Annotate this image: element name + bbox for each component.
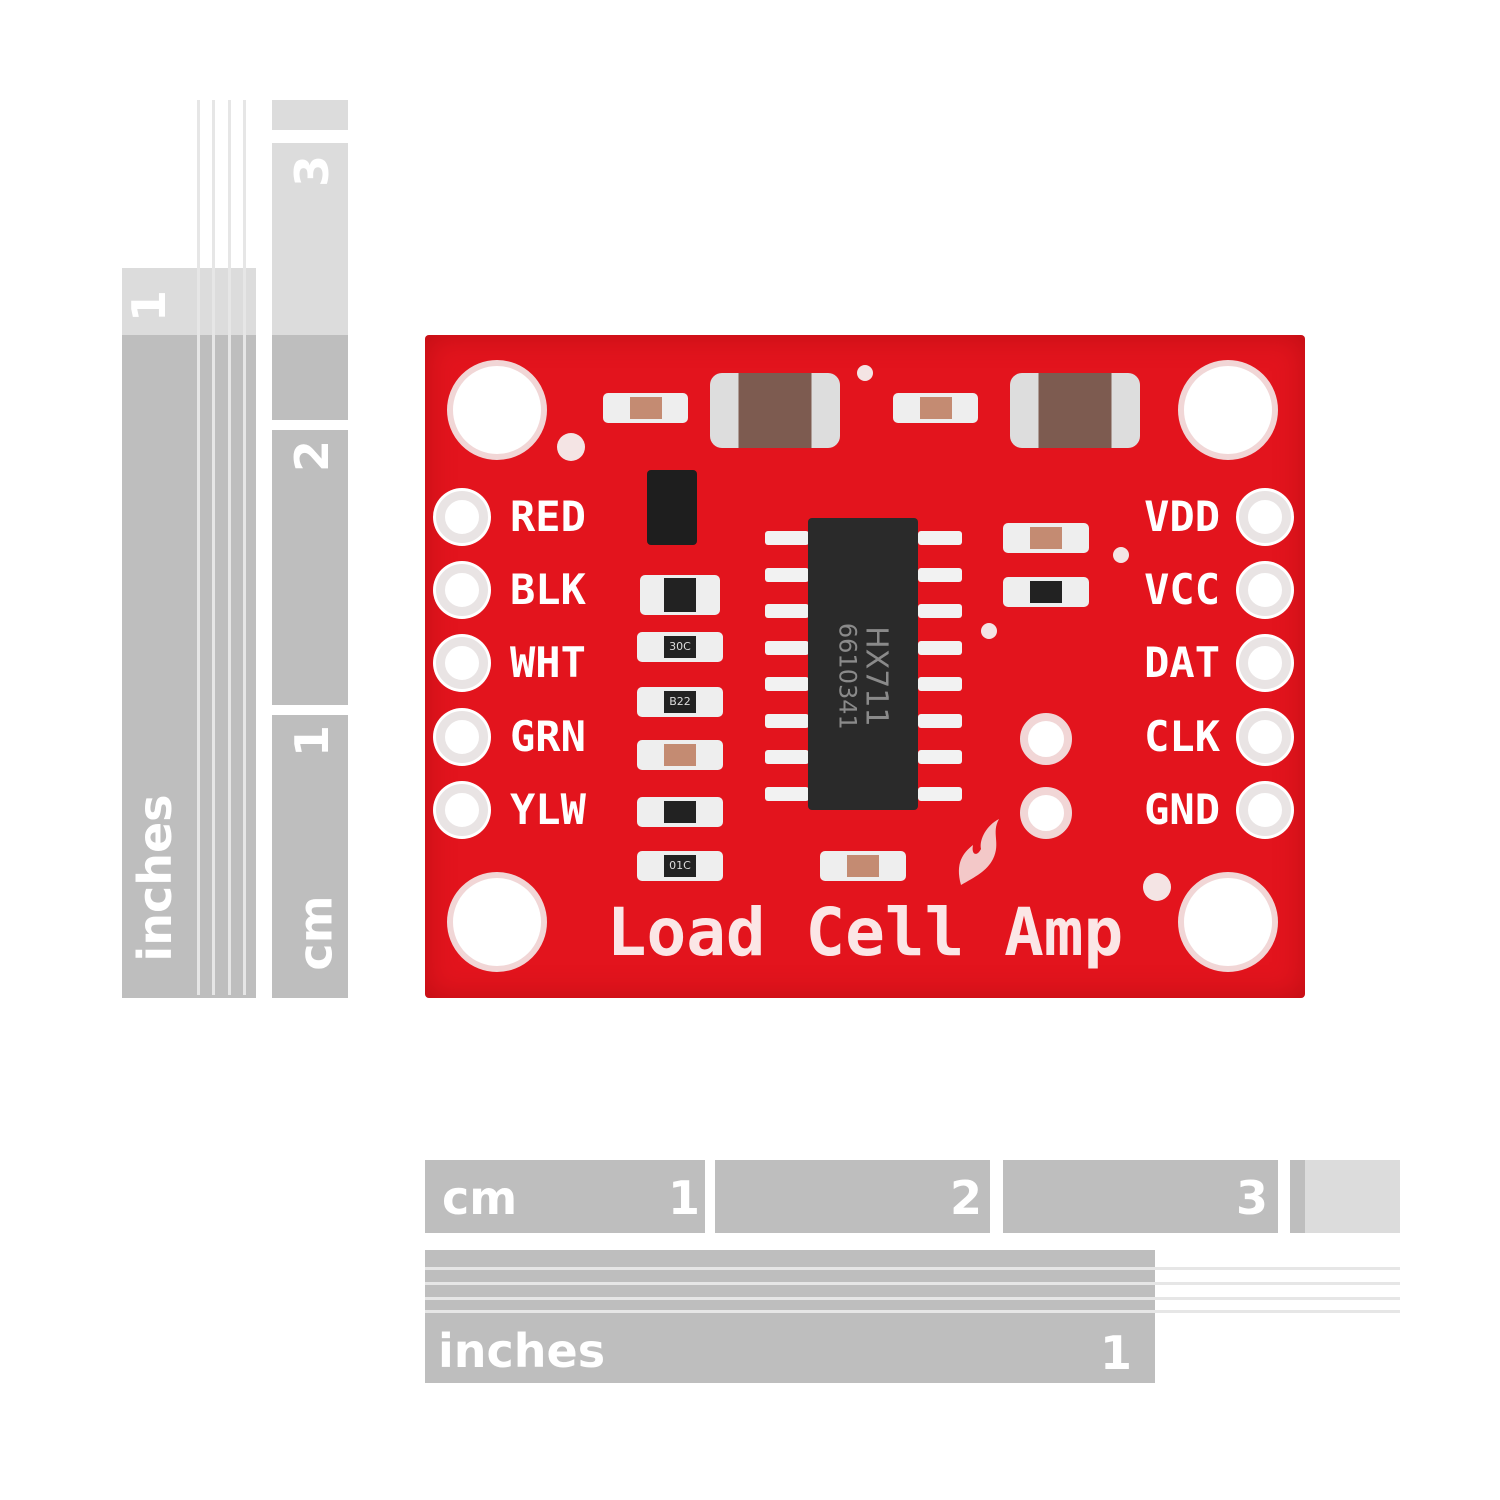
cm-label: cm xyxy=(442,1171,518,1225)
resistor: 01C xyxy=(637,851,723,881)
mounting-hole xyxy=(1178,360,1278,460)
ic-pin xyxy=(918,640,962,655)
resistor: B22 xyxy=(637,687,723,717)
cm-number-2: 2 xyxy=(285,439,340,473)
capacitor xyxy=(710,373,840,448)
chip-name: HX711 xyxy=(858,626,894,727)
pin-label: GND xyxy=(1144,785,1220,834)
pin-pad xyxy=(436,711,488,763)
pin-pad xyxy=(1239,784,1291,836)
pin-pad xyxy=(436,784,488,836)
ic-pin xyxy=(765,750,809,764)
resistor xyxy=(820,851,906,881)
ic-pin xyxy=(765,567,809,582)
inches-label: inches xyxy=(438,1324,606,1378)
via-pad xyxy=(1020,787,1072,839)
capacitor xyxy=(1010,373,1140,448)
resistor xyxy=(603,393,688,423)
inductor xyxy=(640,575,720,615)
cm-number-3: 3 xyxy=(1236,1171,1269,1225)
inches-number-1: 1 xyxy=(1100,1326,1133,1380)
pin-pad xyxy=(436,491,488,543)
ic-pin xyxy=(918,531,962,545)
ic-pin xyxy=(918,604,962,618)
mounting-hole xyxy=(447,360,547,460)
pin-label: DAT xyxy=(1144,638,1220,687)
ic-pin xyxy=(918,713,962,728)
pin-label: CLK xyxy=(1144,712,1220,761)
resistor xyxy=(637,740,723,770)
pin-label: WHT xyxy=(510,638,586,687)
load-cell-amp-board: 30C B22 01C HX711 6610341 RED BLK WHT GRN YL… xyxy=(425,335,1305,998)
cm-number-2: 2 xyxy=(950,1171,983,1225)
resistor xyxy=(1003,577,1089,607)
pin-pad xyxy=(436,637,488,689)
ic-pin xyxy=(765,713,809,728)
chip-code: 6610341 xyxy=(833,622,862,730)
cm-number-1: 1 xyxy=(668,1171,701,1225)
pin-label: BLK xyxy=(510,565,586,614)
transistor xyxy=(647,470,697,545)
pin-pad xyxy=(436,564,488,616)
ic-pin xyxy=(765,677,809,691)
pin-pad xyxy=(1239,637,1291,689)
resistor xyxy=(893,393,978,423)
pin-label: VCC xyxy=(1144,565,1220,614)
resistor xyxy=(637,797,723,827)
pin-pad xyxy=(1239,711,1291,763)
ic-pin xyxy=(765,640,809,655)
cm-number-1: 1 xyxy=(285,724,340,758)
ic-pin xyxy=(918,786,962,801)
resistor xyxy=(1003,523,1089,553)
sparkfun-flame-logo xyxy=(958,819,999,885)
pin-label: VDD xyxy=(1144,492,1220,541)
pin-label: RED xyxy=(510,492,586,541)
pin-pad xyxy=(1239,564,1291,616)
hx711-chip: HX711 6610341 xyxy=(808,518,918,810)
ic-pin xyxy=(918,750,962,764)
ic-pin xyxy=(765,531,809,545)
cm-label: cm xyxy=(288,895,343,971)
ic-pin xyxy=(918,677,962,691)
mounting-hole xyxy=(1178,872,1278,972)
ic-pin xyxy=(765,786,809,801)
cm-number-3: 3 xyxy=(285,154,340,188)
board-title: Load Cell Amp xyxy=(606,894,1124,971)
pin-label: YLW xyxy=(510,785,586,834)
pin-label: GRN xyxy=(510,712,586,761)
pin-pad xyxy=(1239,491,1291,543)
inches-label: inches xyxy=(128,794,182,962)
inches-number: 1 xyxy=(122,289,177,323)
via-pad xyxy=(1020,713,1072,765)
ic-pin xyxy=(918,567,962,582)
resistor: 30C xyxy=(637,632,723,662)
ic-pin xyxy=(765,604,809,618)
mounting-hole xyxy=(447,872,547,972)
